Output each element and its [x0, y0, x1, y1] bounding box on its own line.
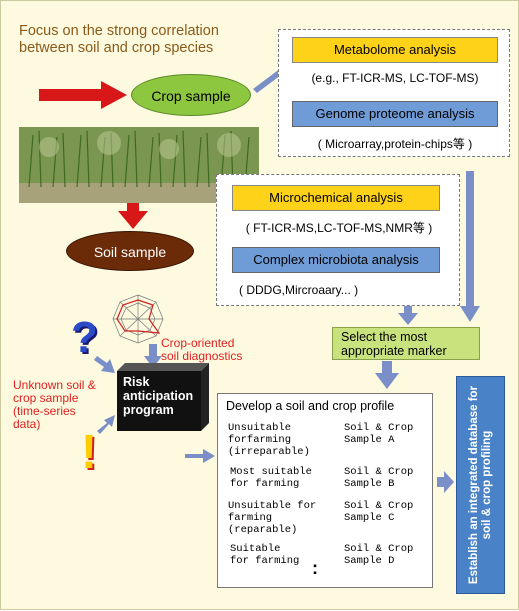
profile-row-d-label: Suitable for farming	[230, 543, 299, 567]
blue-arrow-question-to-risk	[94, 356, 115, 373]
genome-label: Genome proteome analysis	[315, 106, 475, 121]
blue-arrow-to-risk	[185, 449, 215, 463]
blue-arrow-exclamation-to-risk	[97, 415, 115, 434]
unknown-line-2: crop sample	[13, 391, 79, 405]
unknown-line-4: data)	[13, 417, 41, 431]
metabolome-examples: (e.g., FT-ICR-MS, LC-TOF-MS)	[311, 71, 479, 85]
row-d-label-line-1: Suitable	[230, 543, 281, 555]
profile-ellipsis: :	[312, 558, 318, 578]
risk-line-1: Risk	[123, 375, 150, 389]
crop-oriented-line-1: Crop-oriented	[161, 336, 235, 350]
genome-analysis-box: Genome proteome analysis	[292, 101, 498, 127]
blue-arrow-to-profile	[375, 361, 399, 389]
microchemical-examples: ( FT-ICR-MS,LC-TOF-MS,NMR等 )	[245, 221, 433, 235]
row-c-sample-line-2: Sample C	[344, 512, 395, 524]
blue-arrow-mid-down	[398, 306, 418, 325]
select-marker-box: Select the most appropriate marker	[332, 327, 480, 360]
risk-line-3: program	[123, 403, 174, 417]
microchemical-analysis-box: Microchemical analysis	[232, 185, 440, 211]
question-mark-icon: ?	[71, 313, 98, 362]
soil-sample-label: Soil sample	[93, 244, 167, 260]
unknown-line-1: Unknown soil &	[13, 378, 96, 392]
select-marker-label: Select the most appropriate marker	[341, 330, 447, 358]
row-b-label-line-2: for farming	[230, 478, 300, 490]
profile-row-d-sample: Soil & Crop Sample D	[344, 543, 413, 567]
crop-field-graphic	[19, 127, 259, 203]
database-label: Establish an integrated database for soi…	[467, 385, 493, 585]
profile-row-c-sample: Soil & Crop Sample C	[344, 500, 413, 524]
row-b-label-line-1: Most suitable	[230, 466, 312, 478]
row-d-sample-line-1: Soil & Crop	[344, 543, 414, 555]
crop-sample-label: Crop sample	[151, 88, 231, 104]
top-analysis-group: Metabolome analysis (e.g., FT-ICR-MS, LC…	[278, 29, 510, 157]
row-a-label-line-3: (irreparable)	[228, 446, 310, 458]
profile-row-c-label: Unsuitable for farming (reparable)	[228, 500, 316, 536]
exclamation-icon: !	[81, 426, 97, 479]
row-c-sample-line-1: Soil & Crop	[344, 500, 414, 512]
row-b-sample-line-2: Sample B	[344, 478, 395, 490]
crop-oriented-text: Crop-oriented soil diagnostics	[161, 337, 242, 363]
row-a-sample-line-1: Soil & Crop	[344, 422, 414, 434]
blue-arrow-to-database	[437, 471, 454, 493]
microbiota-label: Complex microbiota analysis	[253, 252, 419, 267]
row-a-label-line-1: Unsuitable	[228, 422, 292, 434]
focus-text: Focus on the strong correlation between …	[19, 23, 279, 57]
profile-row-b-sample: Soil & Crop Sample B	[344, 466, 413, 490]
crop-field-photo	[19, 127, 259, 203]
microbiota-analysis-box: Complex microbiota analysis	[232, 247, 440, 273]
row-b-sample-line-1: Soil & Crop	[344, 466, 414, 478]
row-c-label-line-3: (reparable)	[228, 524, 298, 536]
crop-sample-ellipse: Crop sample	[131, 74, 251, 116]
row-d-label-line-2: for farming	[230, 555, 300, 567]
row-c-label-line-2: farming	[228, 512, 273, 524]
radar-chart-icon	[112, 294, 164, 344]
mid-analysis-group: Microchemical analysis ( FT-ICR-MS,LC-TO…	[216, 174, 460, 306]
crop-oriented-line-2: soil diagnostics	[161, 349, 243, 363]
blue-arrow-radar-to-risk	[144, 344, 162, 368]
genome-examples: ( Microarray,protein-chips等 )	[317, 137, 473, 151]
row-c-label-line-1: Unsuitable for	[228, 500, 317, 512]
metabolome-analysis-box: Metabolome analysis	[292, 37, 498, 63]
profile-row-a-sample: Soil & Crop Sample A	[344, 422, 413, 446]
unknown-sample-text: Unknown soil & crop sample (time-series …	[13, 379, 96, 431]
profile-title: Develop a soil and crop profile	[226, 399, 395, 413]
focus-line-2: between soil and crop species	[19, 40, 214, 56]
soil-sample-ellipse: Soil sample	[66, 231, 194, 271]
microbiota-examples: ( DDDG,Mircroaary... )	[239, 283, 359, 297]
row-a-sample-line-2: Sample A	[344, 434, 395, 446]
unknown-line-3: (time-series	[13, 404, 76, 418]
risk-box-graphic	[117, 363, 209, 431]
risk-program-label: Risk anticipation program	[123, 375, 209, 435]
red-arrow-to-crop	[39, 81, 127, 109]
microchemical-label: Microchemical analysis	[269, 190, 403, 205]
row-d-sample-line-2: Sample D	[344, 555, 395, 567]
row-a-label-line-2: forfarming	[228, 434, 292, 446]
focus-line-1: Focus on the strong correlation	[19, 23, 219, 39]
risk-line-2: anticipation	[123, 389, 194, 403]
profile-row-a-label: Unsuitable forfarming (irreparable)	[228, 422, 310, 458]
soil-crop-profile-box: Develop a soil and crop profile Unsuitab…	[217, 393, 433, 588]
metabolome-label: Metabolome analysis	[333, 42, 457, 57]
database-box: Establish an integrated database for soi…	[456, 376, 505, 594]
blue-arrow-right-down	[460, 171, 480, 322]
profile-row-b-label: Most suitable for farming	[230, 466, 312, 490]
